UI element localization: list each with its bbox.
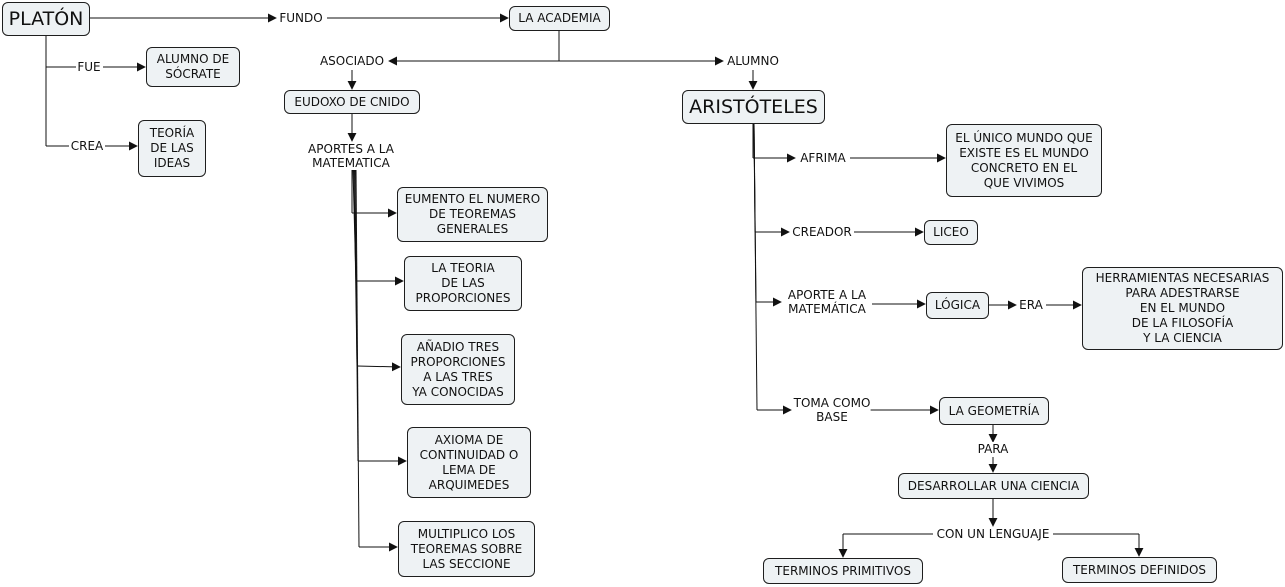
link-label-era: ERA [1019, 298, 1043, 312]
node-unico-mundo[interactable]: EL ÚNICO MUNDO QUE EXISTE ES EL MUNDO CO… [946, 124, 1102, 197]
link-label-fue: FUE [77, 60, 101, 74]
node-terminos-definidos[interactable]: TERMINOS DEFINIDOS [1062, 557, 1217, 583]
node-aristoteles[interactable]: ARISTÓTELES [682, 90, 825, 124]
node-terminos-primitivos[interactable]: TERMINOS PRIMITIVOS [763, 558, 923, 584]
node-alumno-de-socrate[interactable]: ALUMNO DE SÓCRATE [146, 47, 240, 87]
link-label-afrima: AFRIMA [800, 151, 846, 165]
node-eumento-numero-teoremas[interactable]: EUMENTO EL NUMERO DE TEOREMAS GENERALES [397, 187, 548, 242]
node-herramientas[interactable]: HERRAMIENTAS NECESARIAS PARA ADESTRARSE … [1082, 267, 1283, 350]
link-label-asociado: ASOCIADO [319, 54, 385, 68]
node-multiplico-teoremas[interactable]: MULTIPLICO LOS TEOREMAS SOBRE LAS SECCIO… [398, 521, 535, 577]
node-eudoxo-de-cnido[interactable]: EUDOXO DE CNIDO [284, 90, 420, 114]
node-logica[interactable]: LÓGICA [926, 292, 989, 319]
node-platon[interactable]: PLATÓN [2, 2, 90, 36]
node-liceo[interactable]: LICEO [924, 220, 978, 245]
link-label-fundo: FUNDO [279, 11, 323, 25]
link-label-alumno: ALUMNO [727, 54, 779, 68]
link-label-creador: CREADOR [792, 225, 852, 239]
link-label-con-un-lenguaje: CON UN LENGUAJE [936, 527, 1050, 541]
node-teoria-proporciones[interactable]: LA TEORIA DE LAS PROPORCIONES [404, 256, 522, 311]
node-anadio-tres-proporciones[interactable]: AÑADIO TRES PROPORCIONES A LAS TRES YA C… [401, 334, 515, 405]
link-label-toma-como-base: TOMA COMO BASE [793, 396, 871, 424]
link-label-para: PARA [977, 442, 1009, 456]
node-desarrollar-ciencia[interactable]: DESARROLLAR UNA CIENCIA [898, 473, 1089, 499]
node-la-geometria[interactable]: LA GEOMETRÍA [939, 397, 1049, 425]
link-label-aporte-matematica: APORTE A LA MATEMÁTICA [787, 288, 867, 316]
link-label-crea: CREA [70, 139, 104, 153]
node-la-academia[interactable]: LA ACADEMIA [509, 6, 610, 31]
node-axioma-continuidad[interactable]: AXIOMA DE CONTINUIDAD O LEMA DE ARQUIMED… [407, 427, 531, 498]
node-teoria-de-las-ideas[interactable]: TEORÍA DE LAS IDEAS [138, 120, 206, 177]
link-label-aportes-matematica: APORTES A LA MATEMATICA [308, 142, 394, 170]
